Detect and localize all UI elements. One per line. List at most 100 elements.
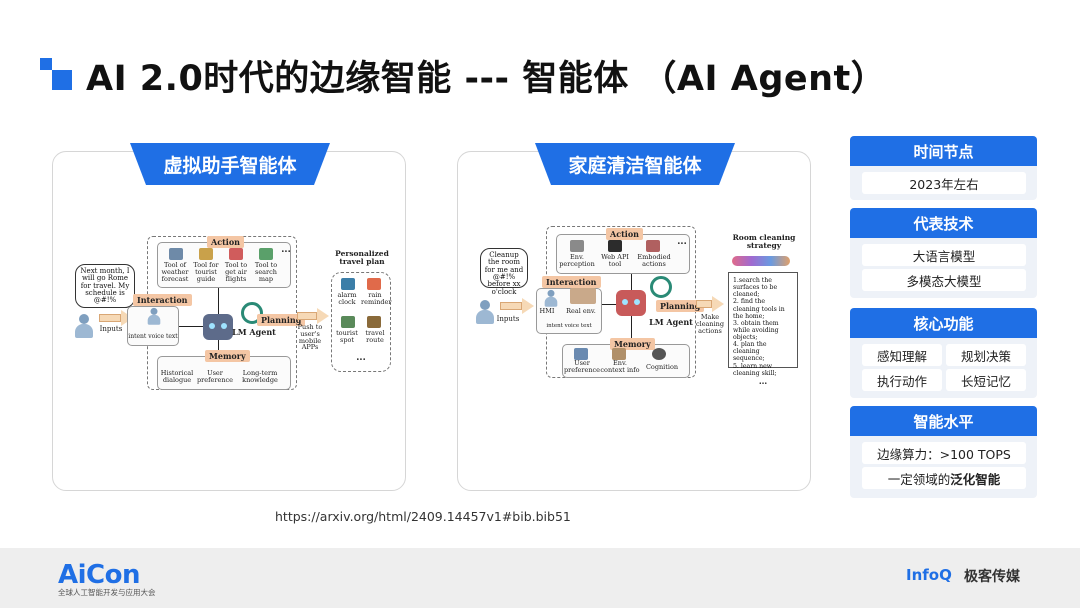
action-web-api-tool: Web API tool bbox=[601, 253, 629, 268]
planning-tag: Planning bbox=[257, 314, 306, 326]
tourist-spot-icon bbox=[341, 316, 355, 328]
robot-icon bbox=[203, 314, 233, 340]
cleaning-icons-strip bbox=[732, 256, 790, 266]
make-cleaning-label: Make cleaning actions bbox=[695, 313, 725, 335]
cleaning-memory-connector bbox=[631, 316, 632, 340]
interaction-tag: Interaction bbox=[133, 294, 192, 306]
page-title: AI 2.0时代的边缘智能 --- 智能体 （AI Agent） bbox=[86, 59, 887, 99]
card-intelligence-level: 智能水平 边缘算力：>100 TOPS 一定领域的泛化智能 bbox=[850, 406, 1037, 498]
strategy-step: 1.search the surfaces to be cleaned; bbox=[733, 277, 778, 299]
cleaning-inputs-arrow-body bbox=[500, 302, 522, 310]
card-item: 长短记忆 bbox=[946, 369, 1026, 391]
card-item: 大语言模型 bbox=[862, 244, 1026, 266]
cognition-icon bbox=[652, 348, 666, 360]
strategy-step: 3. obtain them while avoiding objects; bbox=[733, 319, 779, 341]
cleaning-planning-tag: Planning bbox=[656, 300, 705, 312]
memory-env-context: Env. context info bbox=[600, 359, 640, 374]
infoq-media-label: 极客传媒 bbox=[964, 569, 1020, 585]
strategy-title: Room cleaning strategy bbox=[732, 233, 796, 250]
cleaning-interaction-sub: intent voice text bbox=[546, 323, 592, 329]
make-arrow-body bbox=[696, 300, 712, 308]
cleaning-action-connector bbox=[631, 274, 632, 290]
tool-air-flights: Tool to get air flights bbox=[224, 261, 248, 283]
plan-ellipsis: ... bbox=[356, 353, 366, 363]
cleaning-action-ellipsis: ... bbox=[677, 237, 687, 247]
interaction-hmi: HMI bbox=[539, 307, 555, 315]
plan-travel-route: travel route bbox=[365, 329, 385, 344]
alarm-clock-icon bbox=[341, 278, 355, 290]
memory-user-preference-right: User preference bbox=[564, 359, 600, 374]
map-tool-icon bbox=[259, 248, 273, 260]
umbrella-icon bbox=[367, 278, 381, 290]
cleaning-robot-icon bbox=[616, 290, 646, 316]
memory-cognition: Cognition bbox=[645, 363, 679, 371]
cleaning-interaction-tag: Interaction bbox=[542, 276, 601, 288]
card-title: 智能水平 bbox=[850, 406, 1037, 436]
make-arrow-icon bbox=[712, 296, 724, 312]
card-representative-tech: 代表技术 大语言模型 多模态大模型 bbox=[850, 208, 1037, 298]
panel-tab-virtual-assistant: 虚拟助手智能体 bbox=[130, 143, 330, 185]
user-speech-bubble: Next month, I will go Rome for travel. M… bbox=[75, 264, 135, 308]
aicon-logo: AiCon bbox=[58, 560, 141, 590]
action-ellipsis: ... bbox=[281, 245, 291, 255]
env-context-icon bbox=[612, 348, 626, 360]
camera-icon bbox=[570, 240, 584, 252]
travel-route-icon bbox=[367, 316, 381, 328]
plan-alarm-clock: alarm clock bbox=[337, 291, 357, 306]
card-item: 多模态大模型 bbox=[862, 269, 1026, 291]
weather-tool-icon bbox=[169, 248, 183, 260]
title-logo-mark bbox=[40, 58, 72, 90]
push-arrow-body bbox=[297, 312, 317, 320]
push-label: Push to user's mobile APPs bbox=[297, 323, 323, 352]
memory-connector bbox=[218, 340, 219, 352]
action-env-perception: Env. perception bbox=[559, 253, 595, 268]
strategy-step: 2. find the cleaning tools in the home; bbox=[733, 298, 785, 320]
cleaning-action-tag: Action bbox=[606, 228, 643, 240]
inputs-label: Inputs bbox=[99, 325, 123, 333]
cleaning-action-box bbox=[556, 234, 690, 274]
push-arrow-icon bbox=[317, 308, 329, 324]
cleaning-inputs-label: Inputs bbox=[496, 315, 520, 323]
tool-tourist-guide: Tool for tourist guide bbox=[193, 261, 219, 283]
home-cleaning-diagram: Cleanup the room for me and @#!% before … bbox=[466, 226, 804, 480]
action-connector bbox=[218, 288, 219, 314]
action-tag: Action bbox=[207, 236, 244, 248]
memory-long-term-knowledge: Long-term knowledge bbox=[242, 369, 278, 384]
card-title: 时间节点 bbox=[850, 136, 1037, 166]
virtual-assistant-diagram: Next month, I will go Rome for travel. M… bbox=[61, 230, 399, 480]
user-pref-icon bbox=[574, 348, 588, 360]
inputs-arrow-body bbox=[99, 314, 121, 322]
cleaning-interaction-connector bbox=[602, 304, 616, 305]
card-item: 感知理解 bbox=[862, 344, 942, 366]
cleaning-openai-logo-icon bbox=[650, 276, 672, 298]
openai-logo-icon bbox=[241, 302, 263, 324]
robot-arm-icon bbox=[646, 240, 660, 252]
memory-historical-dialogue: Historical dialogue bbox=[160, 369, 194, 384]
card-core-functions: 核心功能 感知理解 规划决策 执行动作 长短记忆 bbox=[850, 308, 1037, 398]
interaction-items: intent voice text bbox=[128, 333, 178, 340]
tourist-guide-icon bbox=[199, 248, 213, 260]
card-item: 执行动作 bbox=[862, 369, 942, 391]
strategy-list: 1.search the surfaces to be cleaned; 2. … bbox=[728, 272, 798, 385]
source-link[interactable]: https://arxiv.org/html/2409.14457v1#bib.… bbox=[275, 509, 571, 524]
cleaning-interaction-box bbox=[536, 288, 602, 334]
interaction-person-icon bbox=[146, 307, 161, 326]
cleaning-memory-tag: Memory bbox=[610, 338, 655, 350]
infoq-logo: InfoQ bbox=[906, 566, 952, 584]
card-item: 规划决策 bbox=[946, 344, 1026, 366]
aicon-subtitle: 全球人工智能开发与应用大会 bbox=[58, 588, 156, 597]
card-title: 代表技术 bbox=[850, 208, 1037, 238]
flight-tool-icon bbox=[229, 248, 243, 260]
travel-plan-title: Personalized travel plan bbox=[335, 249, 389, 266]
interaction-connector bbox=[179, 326, 203, 327]
cleaning-lm-agent-label: LM Agent bbox=[649, 317, 693, 327]
memory-user-preference: User preference bbox=[197, 369, 233, 384]
strategy-step: 4. plan the cleaning sequence; bbox=[733, 341, 767, 363]
cleaning-inputs-arrow-icon bbox=[522, 298, 534, 314]
user-person-icon bbox=[73, 314, 95, 340]
card-title: 核心功能 bbox=[850, 308, 1037, 338]
virtual-assistant-panel: 虚拟助手智能体 Next month, I will go Rome for t… bbox=[52, 143, 406, 491]
card-item-bold: 泛化智能 bbox=[950, 471, 1001, 487]
card-item-text: 一定领域的 bbox=[887, 471, 951, 487]
strategy-ellipsis: ... bbox=[758, 375, 768, 386]
